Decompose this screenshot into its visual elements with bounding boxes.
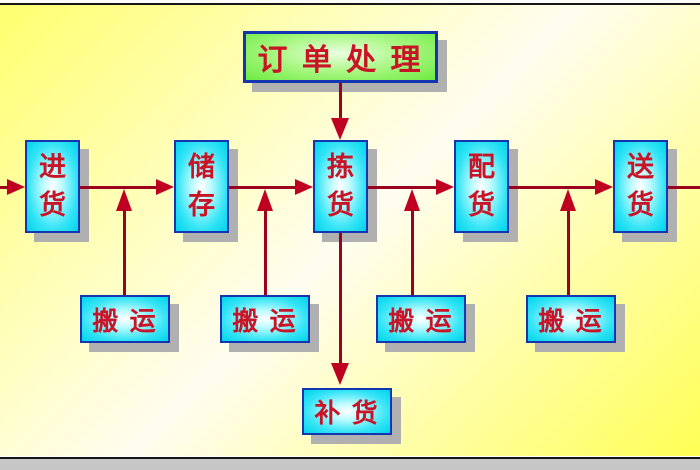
connector-handling-1 bbox=[123, 209, 126, 295]
inbound-line bbox=[0, 186, 9, 189]
flow-box-distribution: 配货 bbox=[454, 140, 509, 233]
handling-2-label: 搬 运 bbox=[232, 305, 298, 336]
order-processing-box: 订 单 处 理 bbox=[243, 31, 438, 83]
handling-4-label: 搬 运 bbox=[538, 305, 604, 336]
handling-box-4: 搬 运 bbox=[526, 295, 616, 343]
connector-picking-replenishment bbox=[339, 233, 342, 364]
arrowhead-up-handling-2-icon bbox=[257, 189, 273, 211]
arrowhead-up-handling-4-icon bbox=[560, 189, 576, 211]
arrowhead-storage-icon bbox=[156, 179, 174, 195]
handling-3-label: 搬 运 bbox=[388, 305, 454, 336]
flow-box-delivery: 送货 bbox=[613, 140, 668, 233]
arrowhead-delivery-icon bbox=[595, 179, 613, 195]
handling-box-1: 搬 运 bbox=[80, 295, 170, 343]
frame-top-border bbox=[0, 3, 700, 5]
handling-box-2: 搬 运 bbox=[220, 295, 310, 343]
flow-box-incoming: 进货 bbox=[25, 140, 80, 233]
connector-storage-picking bbox=[229, 186, 296, 189]
connector-incoming-storage bbox=[80, 186, 157, 189]
outbound-line bbox=[668, 186, 700, 189]
order-processing-label: 订 单 处 理 bbox=[257, 44, 424, 77]
connector-handling-3 bbox=[411, 209, 414, 295]
replenishment-box: 补 货 bbox=[302, 388, 392, 435]
arrowhead-down-picking-icon bbox=[331, 118, 349, 140]
frame-top-white-strip bbox=[0, 0, 700, 3]
handling-box-3: 搬 运 bbox=[376, 295, 466, 343]
arrowhead-down-replenishment-icon bbox=[331, 363, 349, 385]
picking-label: 拣货 bbox=[327, 151, 354, 220]
arrowhead-up-handling-1-icon bbox=[116, 189, 132, 211]
replenishment-label: 补 货 bbox=[314, 398, 380, 428]
arrowhead-up-handling-3-icon bbox=[404, 189, 420, 211]
arrowhead-incoming-icon bbox=[7, 179, 25, 195]
incoming-label: 进货 bbox=[39, 151, 66, 220]
connector-handling-2 bbox=[264, 209, 267, 295]
connector-order-to-picking bbox=[339, 83, 342, 119]
flow-box-picking: 拣货 bbox=[313, 140, 368, 233]
connector-picking-distribution bbox=[368, 186, 437, 189]
storage-label: 储存 bbox=[188, 151, 215, 220]
connector-distribution-delivery bbox=[509, 186, 596, 189]
arrowhead-distribution-icon bbox=[436, 179, 454, 195]
handling-1-label: 搬 运 bbox=[92, 305, 158, 336]
frame-bottom-gray-bar bbox=[0, 459, 700, 470]
frame-bottom-white-line bbox=[0, 456, 700, 457]
connector-handling-4 bbox=[567, 209, 570, 295]
distribution-label: 配货 bbox=[468, 151, 495, 220]
arrowhead-picking-icon bbox=[295, 179, 313, 195]
frame-bottom-border bbox=[0, 457, 700, 459]
flow-box-storage: 储存 bbox=[174, 140, 229, 233]
delivery-label: 送货 bbox=[627, 151, 654, 220]
